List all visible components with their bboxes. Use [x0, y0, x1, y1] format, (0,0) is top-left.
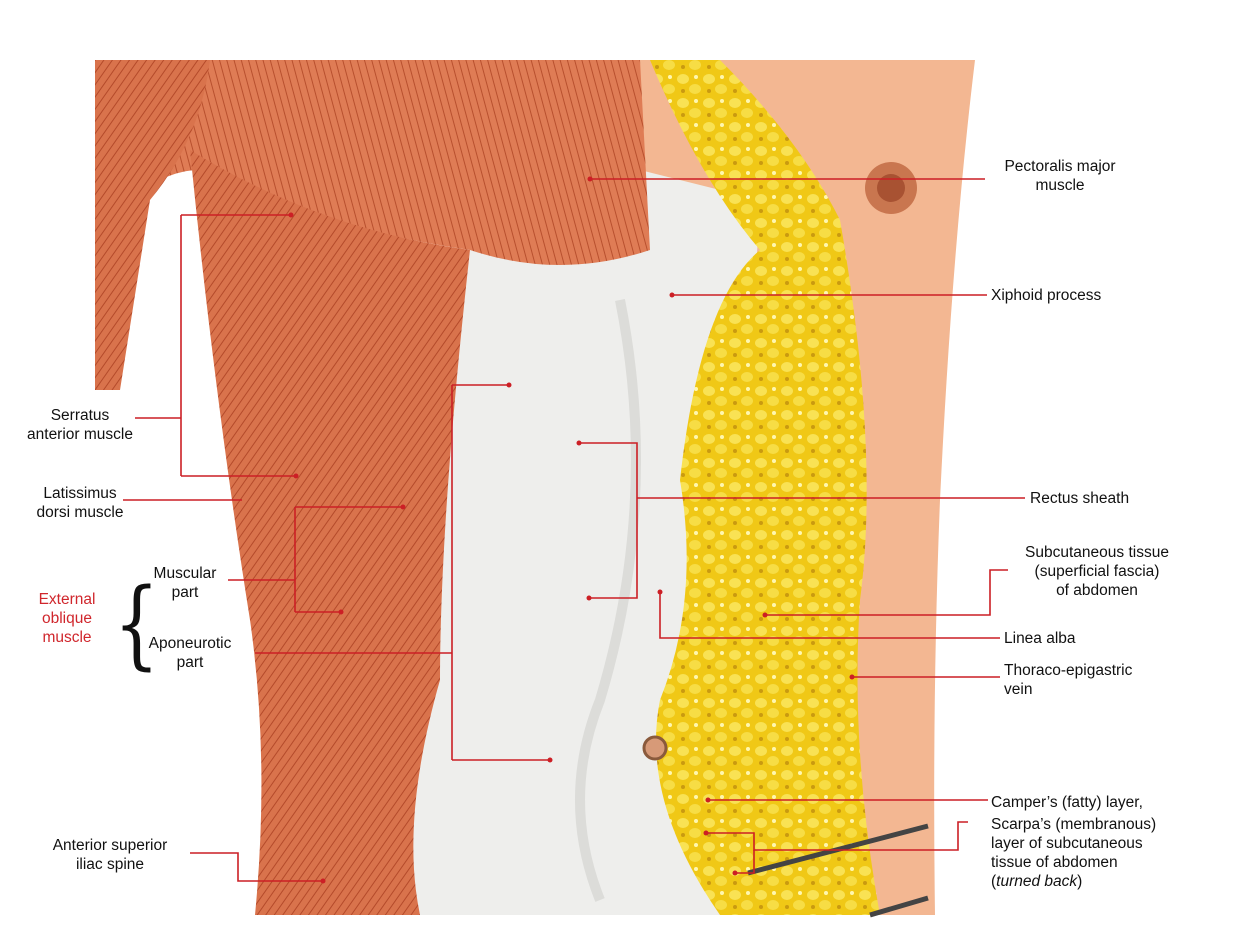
rectus-sheath-region — [330, 170, 760, 915]
pointer-scarpas — [706, 821, 968, 851]
external-oblique-muscle — [190, 150, 470, 915]
pointer-linea-alba — [659, 592, 1000, 639]
pointer-dots — [288, 176, 855, 884]
retractor-instrument — [869, 895, 929, 918]
pectoralis-major-muscle — [95, 60, 650, 265]
umbilicus — [642, 735, 668, 761]
label-linea-alba: Linea alba — [1004, 630, 1076, 647]
subcutaneous-fat — [650, 60, 880, 915]
label-subcutaneous-tissue: Subcutaneous tissue(superficial fascia)o… — [1025, 544, 1169, 599]
sheath-shading — [575, 299, 641, 902]
pointer-asis — [190, 852, 323, 882]
brace-symbol: { — [113, 568, 160, 680]
label-campers-layer: Camper’s (fatty) layer, — [991, 794, 1143, 811]
label-rectus-sheath: Rectus sheath — [1030, 490, 1130, 507]
leader-lines — [123, 178, 1025, 882]
arm-muscle — [95, 60, 210, 390]
turned-back-text: turned back — [996, 873, 1078, 890]
label-scarpas-layer: Scarpa’s (membranous)layer of subcutaneo… — [991, 816, 1157, 890]
pointer-subcutaneous — [765, 569, 1008, 616]
label-xiphoid-process: Xiphoid process — [991, 287, 1102, 304]
